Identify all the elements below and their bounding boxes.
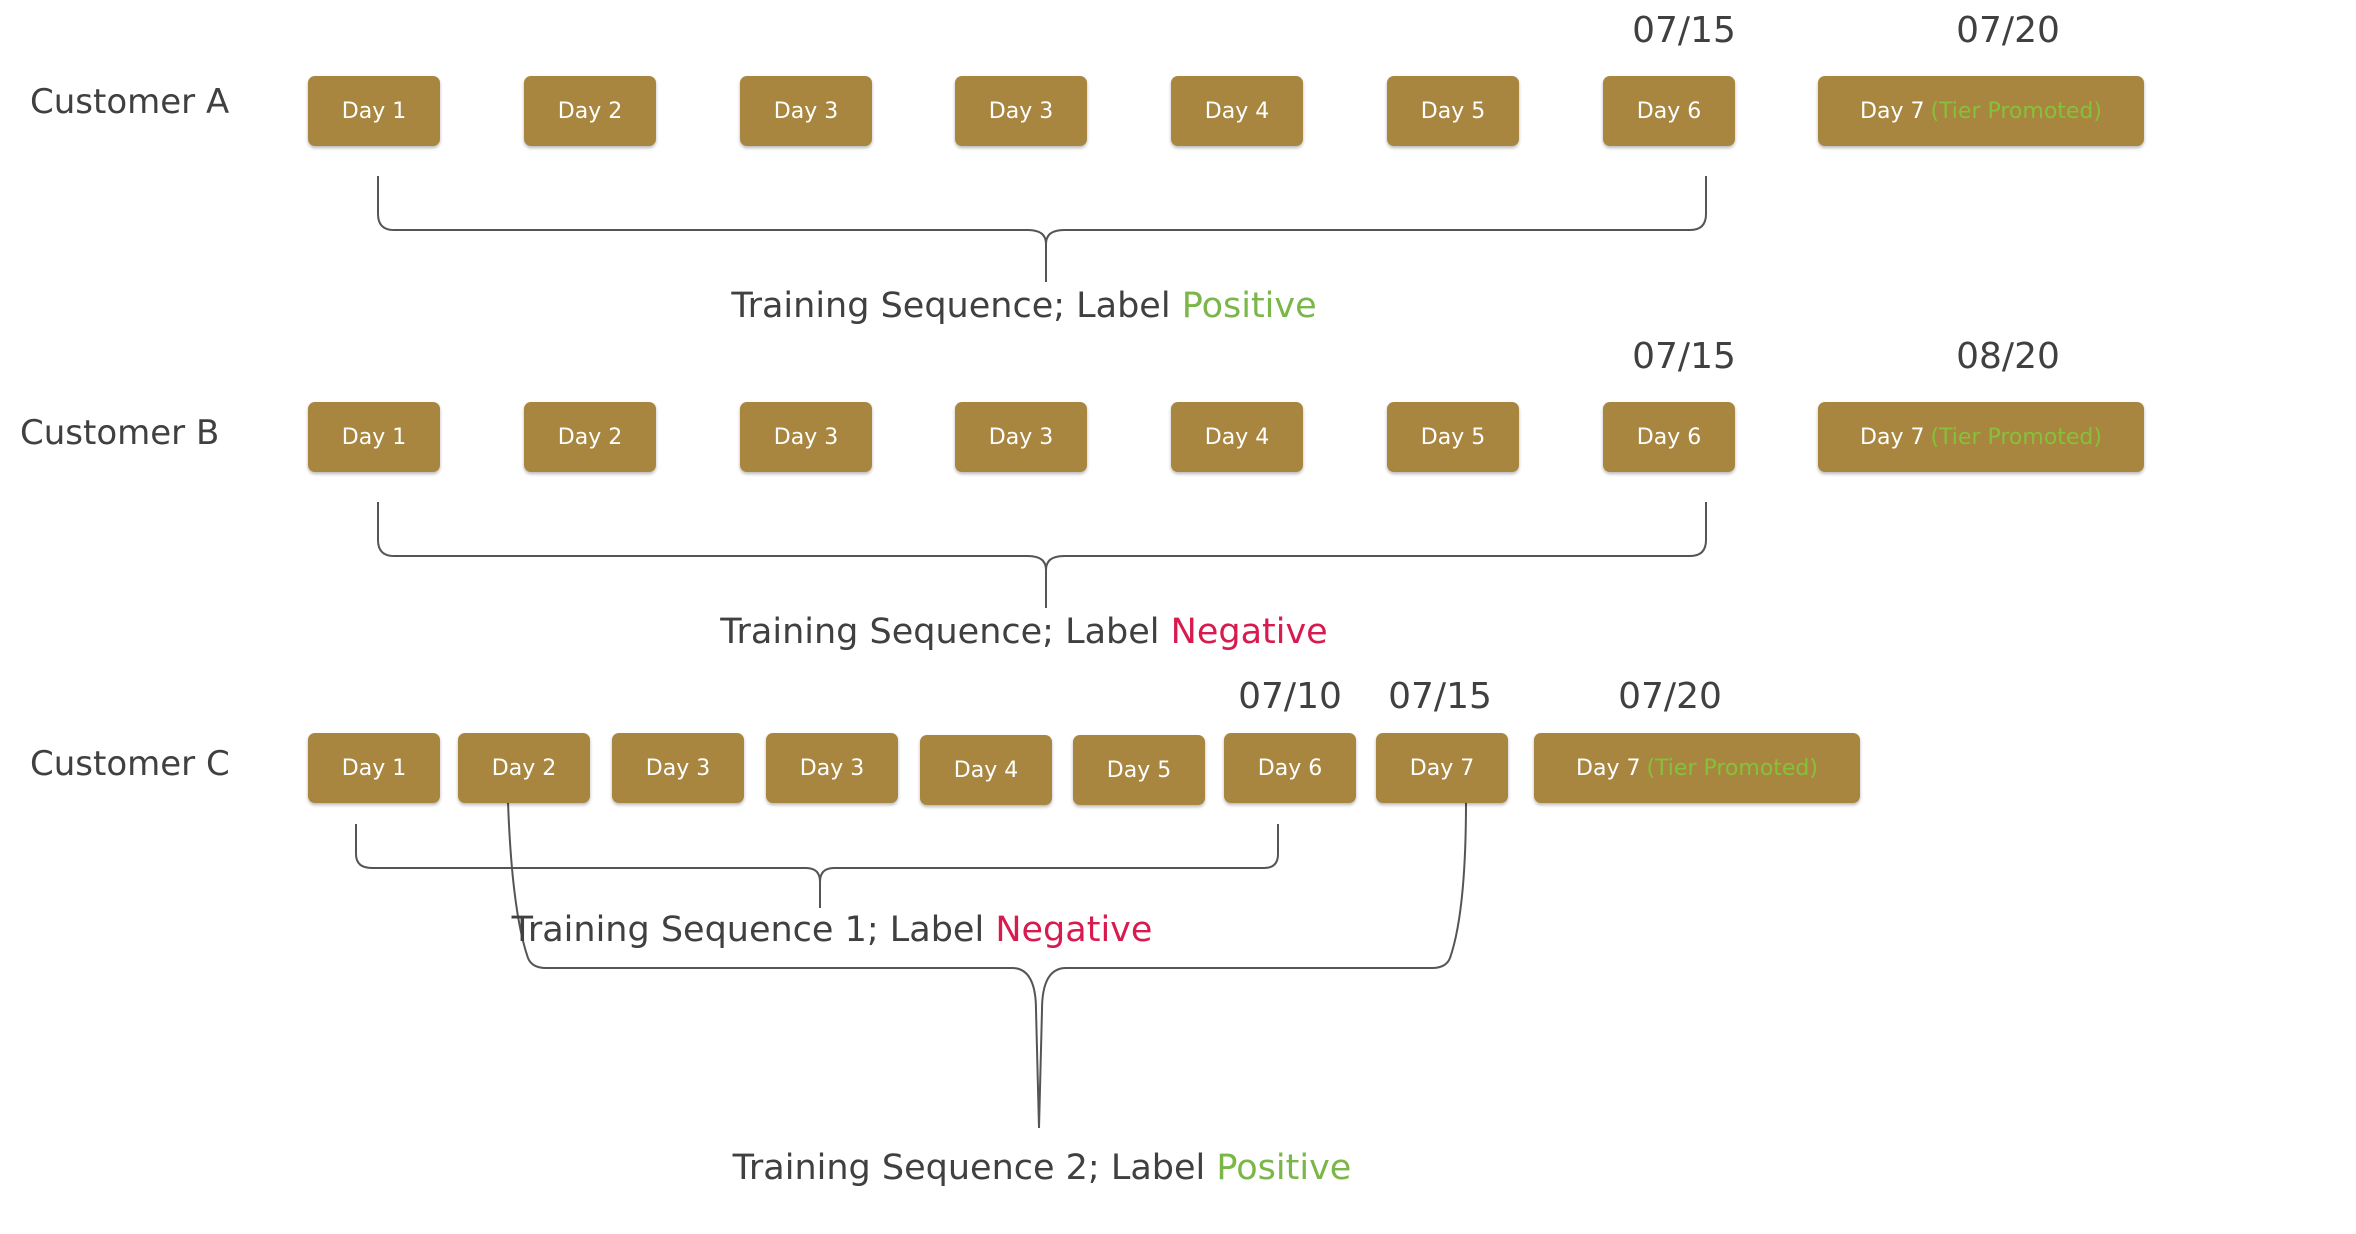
customer-b-day-box: Day 2 bbox=[524, 402, 656, 472]
customer-c-day-box: Day 4 bbox=[920, 735, 1052, 805]
customer-b-date-1: 07/15 bbox=[1632, 336, 1736, 377]
customer-c-sequence-2-label: Training Sequence 2; Label Positive bbox=[733, 1148, 1352, 1188]
customer-a-day-box: Day 3 bbox=[740, 76, 872, 146]
label-positive: Positive bbox=[1182, 286, 1317, 326]
sequence-prefix: Training Sequence; Label bbox=[720, 612, 1159, 652]
brace-customer-b bbox=[378, 502, 1706, 608]
customer-c-day-box: Day 3 bbox=[766, 733, 898, 803]
customer-c-day-box: Day 2 bbox=[458, 733, 590, 803]
customer-c-day-box: Day 5 bbox=[1073, 735, 1205, 805]
customer-a-day-box: Day 6 bbox=[1603, 76, 1735, 146]
customer-b-sequence-label: Training Sequence; Label Negative bbox=[720, 612, 1327, 652]
customer-a-final-day-box: Day 7 (Tier Promoted) bbox=[1818, 76, 2144, 146]
customer-b-day-box: Day 5 bbox=[1387, 402, 1519, 472]
customer-c-final-day-box: Day 7 (Tier Promoted) bbox=[1534, 733, 1860, 803]
customer-b-day-box: Day 1 bbox=[308, 402, 440, 472]
customer-c-day-box: Day 7 bbox=[1376, 733, 1508, 803]
customer-b-label: Customer B bbox=[20, 413, 219, 453]
label-positive: Positive bbox=[1216, 1148, 1351, 1188]
customer-c-date-2: 07/15 bbox=[1388, 676, 1492, 717]
sequence-prefix: Training Sequence 2; Label bbox=[733, 1148, 1206, 1188]
customer-b-promoted-status: (Tier Promoted) bbox=[1930, 425, 2102, 450]
customer-c-day-box: Day 3 bbox=[612, 733, 744, 803]
customer-b-date-2: 08/20 bbox=[1956, 336, 2060, 377]
customer-a-day-box: Day 3 bbox=[955, 76, 1087, 146]
sequence-prefix: Training Sequence; Label bbox=[731, 286, 1170, 326]
customer-a-sequence-label: Training Sequence; Label Positive bbox=[731, 286, 1316, 326]
customer-a-label: Customer A bbox=[30, 82, 229, 122]
customer-c-date-3: 07/20 bbox=[1618, 676, 1722, 717]
label-negative: Negative bbox=[995, 910, 1152, 950]
customer-a-day-box: Day 4 bbox=[1171, 76, 1303, 146]
sequence-prefix: Training Sequence 1; Label bbox=[512, 910, 985, 950]
customer-a-final-day-label: Day 7 bbox=[1860, 99, 1924, 124]
customer-a-date-1: 07/15 bbox=[1632, 10, 1736, 51]
brace-customer-c-seq-2 bbox=[508, 802, 1466, 1128]
customer-b-day-box: Day 4 bbox=[1171, 402, 1303, 472]
brace-customer-c-seq-1 bbox=[356, 824, 1278, 908]
customer-b-day-box: Day 6 bbox=[1603, 402, 1735, 472]
customer-b-day-box: Day 3 bbox=[955, 402, 1087, 472]
customer-a-date-2: 07/20 bbox=[1956, 10, 2060, 51]
customer-c-date-1: 07/10 bbox=[1238, 676, 1342, 717]
customer-a-day-box: Day 1 bbox=[308, 76, 440, 146]
customer-c-label: Customer C bbox=[30, 744, 230, 784]
customer-c-day-box: Day 1 bbox=[308, 733, 440, 803]
customer-b-day-box: Day 3 bbox=[740, 402, 872, 472]
customer-b-final-day-label: Day 7 bbox=[1860, 425, 1924, 450]
customer-b-final-day-box: Day 7 (Tier Promoted) bbox=[1818, 402, 2144, 472]
customer-a-promoted-status: (Tier Promoted) bbox=[1930, 99, 2102, 124]
customer-a-day-box: Day 5 bbox=[1387, 76, 1519, 146]
customer-c-final-day-label: Day 7 bbox=[1576, 756, 1640, 781]
customer-c-promoted-status: (Tier Promoted) bbox=[1646, 756, 1818, 781]
label-negative: Negative bbox=[1171, 612, 1328, 652]
customer-a-day-box: Day 2 bbox=[524, 76, 656, 146]
brace-customer-a bbox=[378, 176, 1706, 282]
customer-c-day-box: Day 6 bbox=[1224, 733, 1356, 803]
customer-c-sequence-1-label: Training Sequence 1; Label Negative bbox=[512, 910, 1153, 950]
